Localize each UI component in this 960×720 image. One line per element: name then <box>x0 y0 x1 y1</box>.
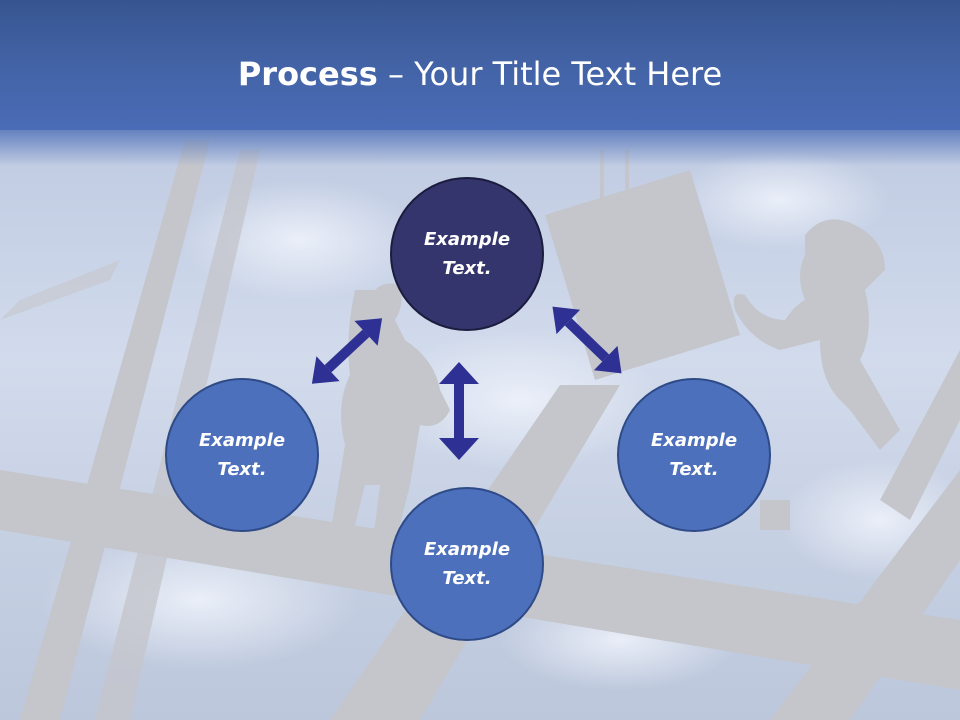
node-text-line2: Text. <box>442 568 492 589</box>
process-node-left[interactable]: Example Text. <box>165 378 319 532</box>
title-regular-part: – Your Title Text Here <box>377 55 723 93</box>
node-text-line1: Example <box>423 539 511 560</box>
title-bar <box>0 0 960 130</box>
process-node-bottom[interactable]: Example Text. <box>390 487 544 641</box>
process-node-top[interactable]: Example Text. <box>390 177 544 331</box>
title-bar-fade <box>0 126 960 166</box>
node-text-line1: Example <box>198 430 286 451</box>
process-node-right[interactable]: Example Text. <box>617 378 771 532</box>
node-text-line1: Example <box>423 229 511 250</box>
node-text-line2: Text. <box>669 459 719 480</box>
node-text-line2: Text. <box>442 258 492 279</box>
title-bold-part: Process <box>237 55 378 93</box>
slide-title: Process – Your Title Text Here <box>0 52 960 96</box>
node-text-line2: Text. <box>217 459 267 480</box>
node-text-line1: Example <box>650 430 738 451</box>
